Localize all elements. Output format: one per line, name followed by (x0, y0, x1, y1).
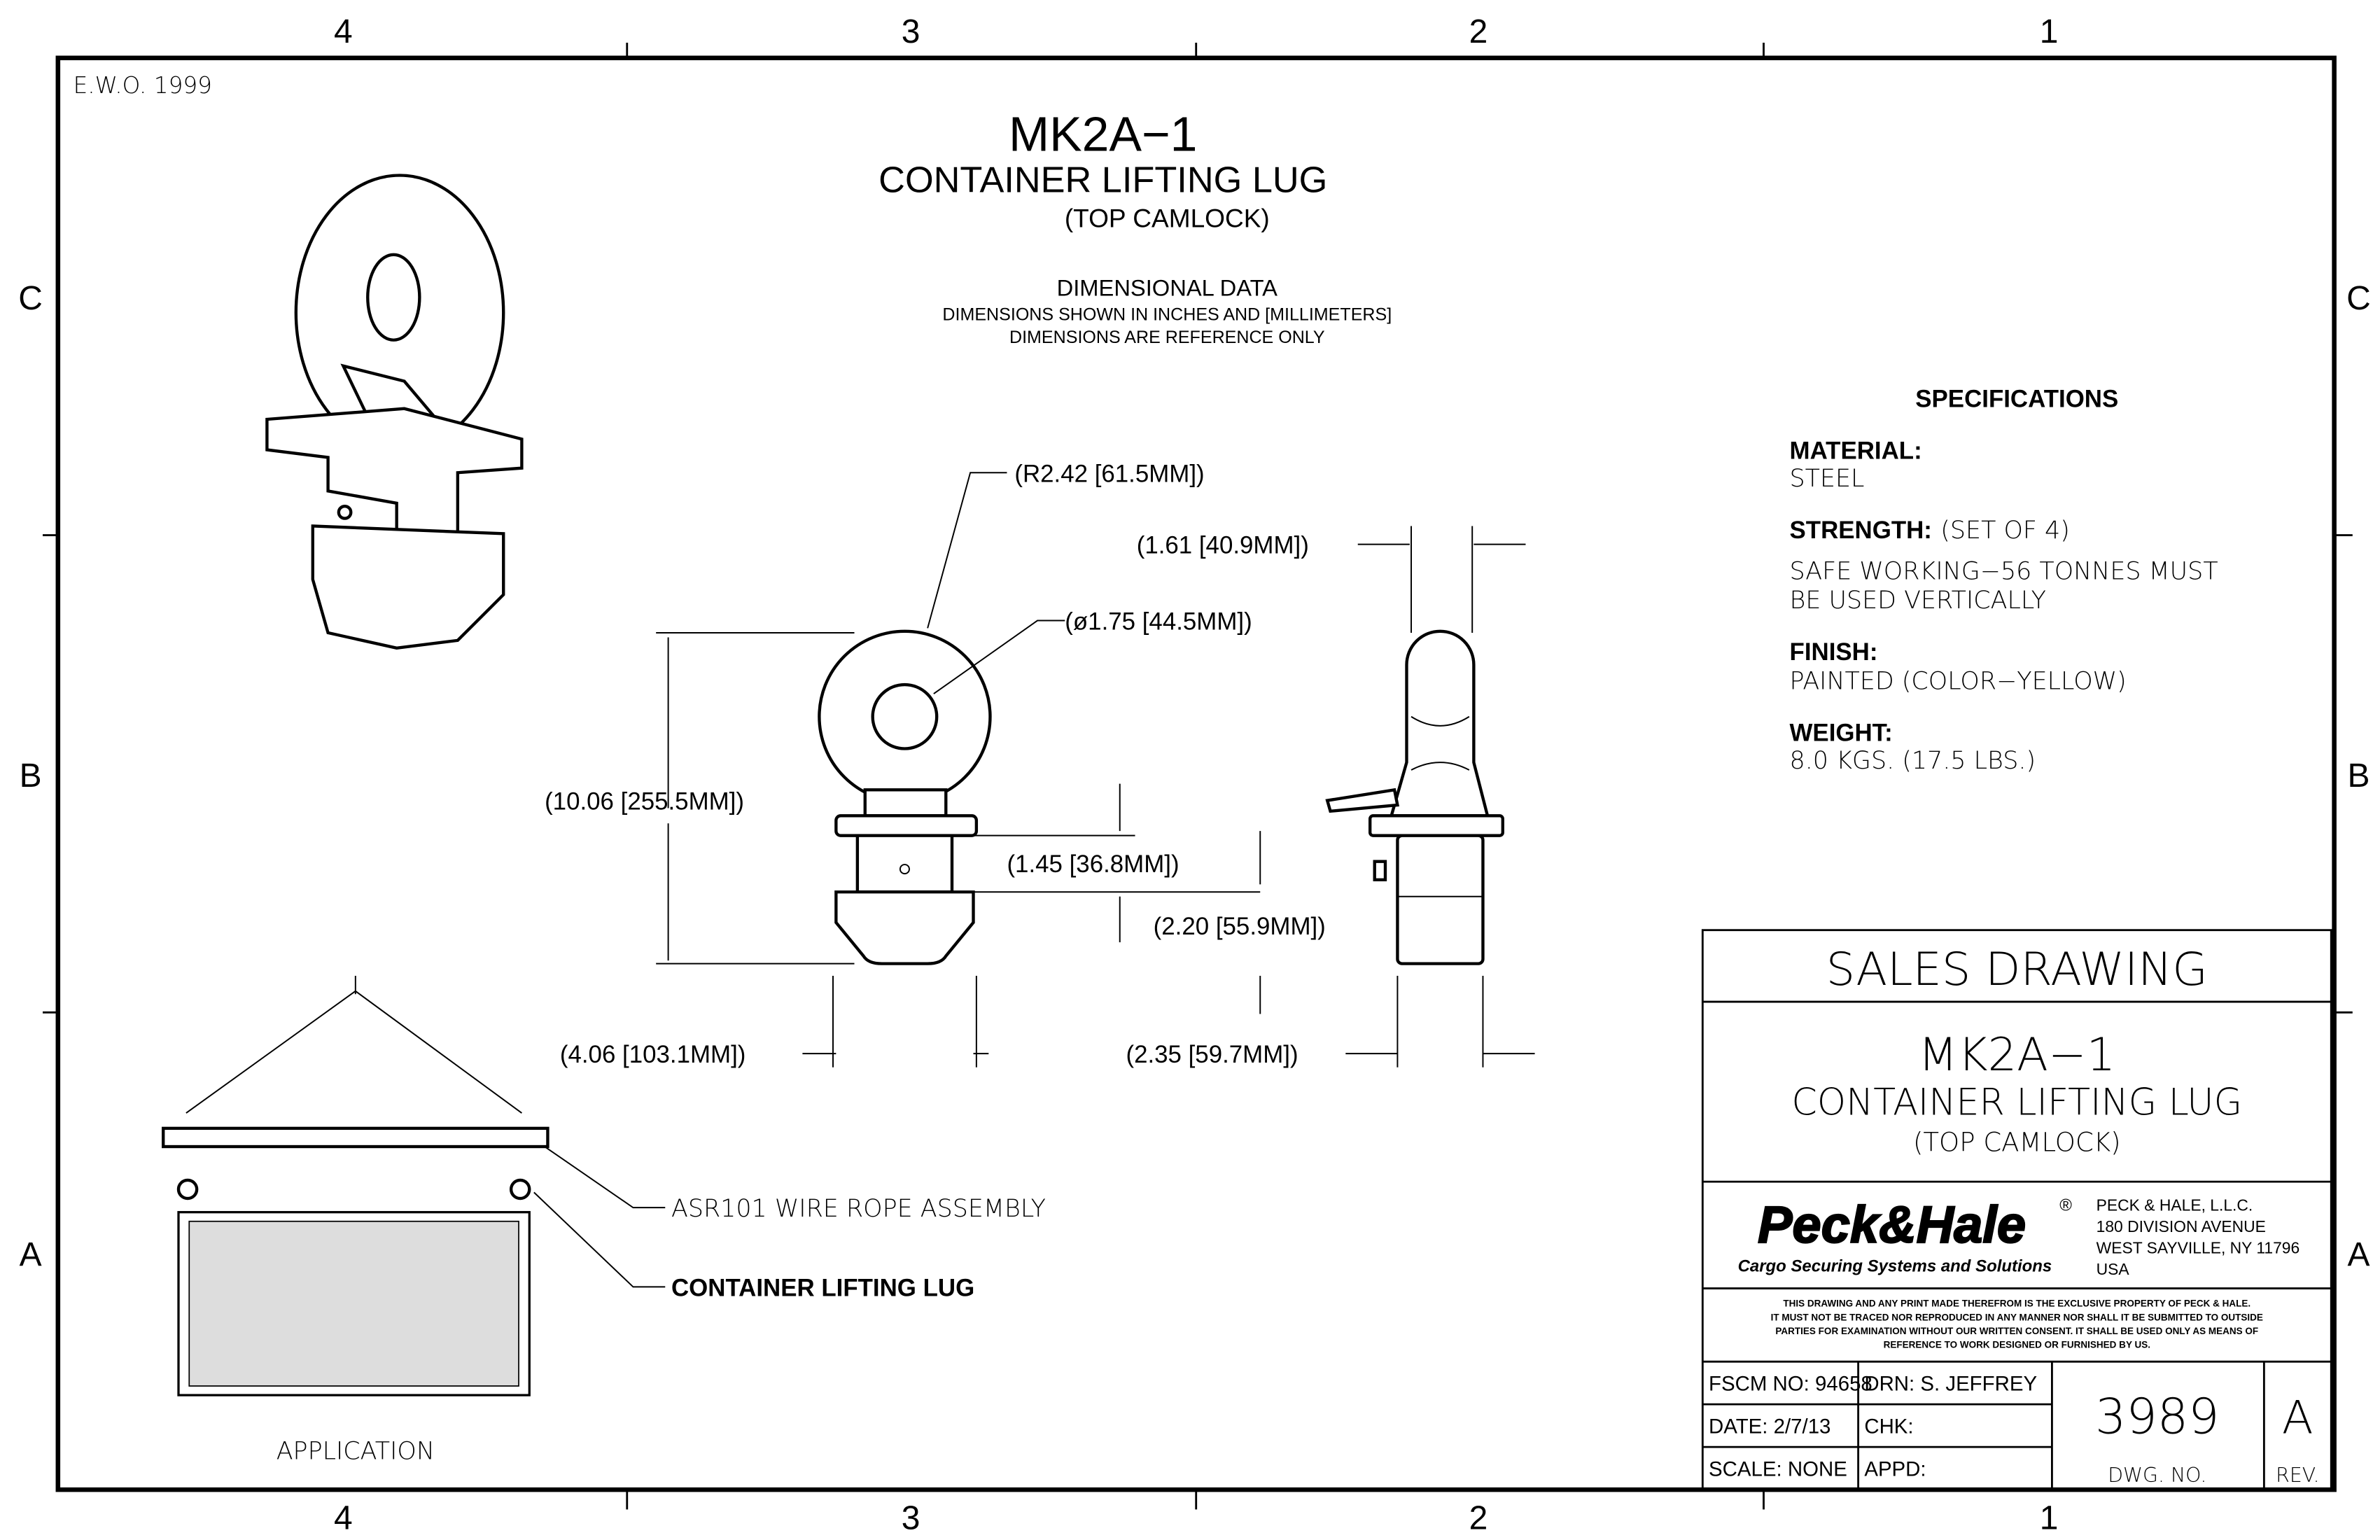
lug-label: CONTAINER LIFTING LUG (671, 1274, 974, 1301)
zone-col: 2 (1469, 1500, 1488, 1537)
zone-col: 4 (334, 1500, 353, 1537)
spec-label: MATERIAL: (1790, 438, 1922, 465)
dim-width: (4.06 [103.1MM]) (560, 1041, 746, 1068)
dim-base: (2.20 [55.9MM]) (1154, 913, 1326, 940)
front-view (818, 629, 992, 965)
isometric-lug-view (265, 174, 524, 650)
dim-thickness: (1.61 [40.9MM]) (1137, 532, 1309, 559)
dim-radius: (R2.42 [61.5MM]) (1014, 460, 1204, 487)
spec-value: 8.0 KGS. (17.5 LBS.) (1790, 747, 2036, 775)
legal-line: IT MUST NOT BE TRACED NOR REPRODUCED IN … (1771, 1312, 2263, 1322)
spec-value: BE USED VERTICALLY (1790, 587, 2046, 615)
title-block: SALES DRAWING MK2A−1 CONTAINER LIFTING L… (1701, 929, 2332, 1491)
zone-col: 2 (1469, 13, 1488, 50)
zone-markers: 4 3 2 1 4 3 2 1 C B A C B A (18, 13, 2371, 1537)
legal-line: THIS DRAWING AND ANY PRINT MADE THEREFRO… (1783, 1298, 2250, 1309)
zone-row: A (20, 1236, 42, 1273)
registered-mark: ® (2059, 1196, 2072, 1215)
dim-title: DIMENSIONAL DATA (1057, 275, 1278, 301)
drawing-scale: SCALE: NONE (1709, 1458, 1847, 1481)
legal-line: PARTIES FOR EXAMINATION WITHOUT OUR WRIT… (1775, 1326, 2258, 1336)
zone-row: B (20, 757, 42, 794)
company-tagline: Cargo Securing Systems and Solutions (1738, 1257, 2052, 1276)
part-subtitle: (TOP CAMLOCK) (1065, 204, 1270, 233)
address-line: USA (2096, 1260, 2130, 1278)
zone-col: 4 (334, 13, 353, 50)
fscm-number: FSCM NO: 94658 (1709, 1373, 1872, 1396)
spec-label: STRENGTH: (1790, 517, 1932, 544)
zone-row: C (18, 280, 43, 317)
tb-part-name: CONTAINER LIFTING LUG (1791, 1081, 2242, 1124)
zone-ticks (43, 42, 2353, 1510)
dim-note: DIMENSIONS ARE REFERENCE ONLY (1009, 328, 1325, 347)
address-line: WEST SAYVILLE, NY 11796 (2096, 1239, 2300, 1257)
spec-value: PAINTED (COLOR−YELLOW) (1790, 668, 2127, 696)
specifications: SPECIFICATIONS MATERIAL: STEEL STRENGTH:… (1790, 386, 2218, 775)
revision-label: REV. (2276, 1464, 2319, 1487)
spec-label: FINISH: (1790, 638, 1878, 666)
dimension-labels: (R2.42 [61.5MM]) (ø1.75 [44.5MM]) (10.06… (545, 460, 1326, 1068)
approved-by: APPD: (1864, 1458, 1926, 1481)
part-name: CONTAINER LIFTING LUG (878, 160, 1327, 200)
dim-hole: (ø1.75 [44.5MM]) (1065, 608, 1252, 636)
ewo-label: E.W.O. 1999 (74, 72, 212, 99)
address-line: PECK & HALE, L.L.C. (2096, 1196, 2253, 1214)
drawing-number: 3989 (2095, 1389, 2219, 1446)
zone-col: 3 (902, 1500, 920, 1537)
zone-row: C (2346, 280, 2371, 317)
dim-height: (10.06 [255.5MM]) (545, 788, 744, 816)
header: MK2A−1 CONTAINER LIFTING LUG (TOP CAMLOC… (878, 107, 1392, 347)
dim-note: DIMENSIONS SHOWN IN INCHES AND [MILLIMET… (942, 304, 1392, 324)
side-view (1325, 629, 1504, 965)
zone-row: B (2347, 757, 2370, 794)
dim-side-width: (2.35 [59.7MM]) (1126, 1041, 1298, 1068)
drawing-type: SALES DRAWING (1826, 943, 2208, 996)
spec-value: SAFE WORKING−56 TONNES MUST (1790, 558, 2218, 586)
dim-collar: (1.45 [36.8MM]) (1007, 850, 1179, 878)
application-caption: APPLICATION (276, 1438, 435, 1466)
application-diagram: ASR101 WIRE ROPE ASSEMBLY CONTAINER LIFT… (162, 976, 1046, 1466)
zone-row: A (2347, 1236, 2370, 1273)
spec-value: STEEL (1790, 465, 1865, 493)
checked-by: CHK: (1864, 1415, 1913, 1438)
drawn-by: DRN: S. JEFFREY (1864, 1373, 2037, 1396)
legal-line: REFERENCE TO WORK DESIGNED OR FURNISHED … (1884, 1340, 2150, 1350)
rope-label: ASR101 WIRE ROPE ASSEMBLY (671, 1195, 1046, 1223)
address-line: 180 DIVISION AVENUE (2096, 1217, 2266, 1236)
part-number: MK2A−1 (1009, 107, 1197, 162)
spec-title: SPECIFICATIONS (1915, 386, 2118, 413)
tb-part-subtitle: (TOP CAMLOCK) (1913, 1128, 2121, 1158)
zone-col: 1 (2040, 1500, 2059, 1537)
company-logo: Peck&Hale (1758, 1196, 2026, 1254)
drawing-number-label: DWG. NO. (2108, 1464, 2206, 1487)
spec-label: WEIGHT: (1790, 720, 1893, 747)
tb-part-number: MK2A−1 (1918, 1028, 2115, 1082)
drawing-date: DATE: 2/7/13 (1709, 1415, 1830, 1438)
dimension-lines (656, 472, 1535, 1068)
revision: A (2282, 1392, 2314, 1445)
zone-col: 1 (2040, 13, 2059, 50)
zone-col: 3 (902, 13, 920, 50)
spec-value: (SET OF 4) (1940, 517, 2070, 545)
